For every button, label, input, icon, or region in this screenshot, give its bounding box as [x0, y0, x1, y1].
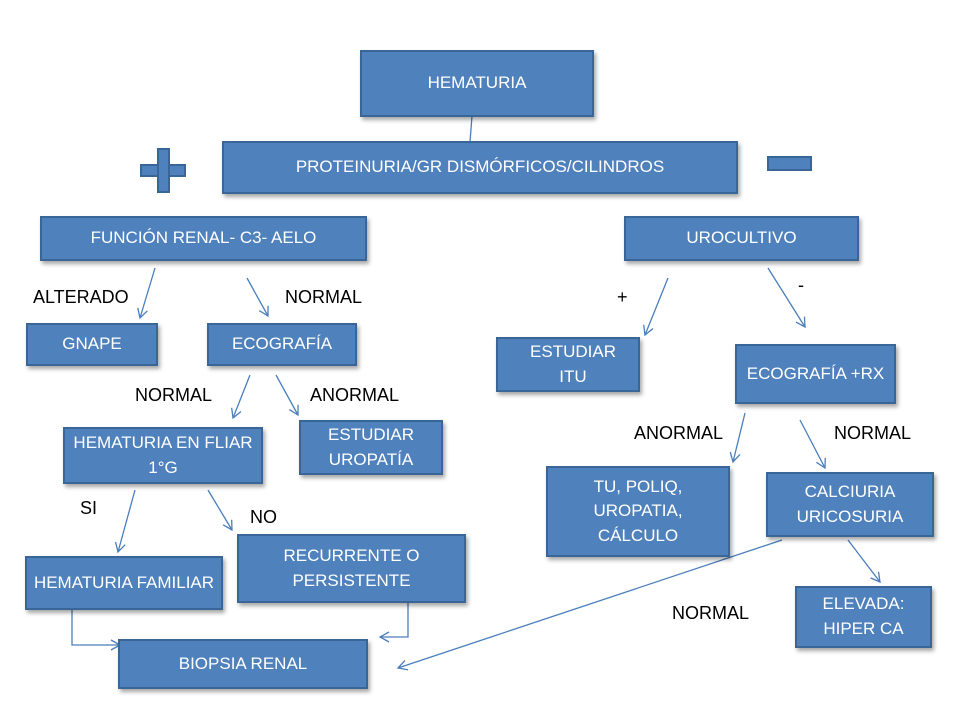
node-ecografia: ECOGRAFÍA [207, 323, 357, 366]
arrow-alterado [137, 267, 156, 320]
node-gnape: GNAPE [26, 323, 158, 366]
label-normal-eco: NORMAL [135, 385, 213, 405]
node-calciuria: CALCIURIA URICOSURIA [766, 472, 934, 537]
node-tu-poliq: TU, POLIQ, UROPATIA, CÁLCULO [546, 466, 730, 557]
node-urocultivo: UROCULTIVO [624, 216, 859, 261]
node-hematuria-fliar: HEMATURIA EN FLIAR 1°G [63, 427, 263, 484]
node-funcion-renal: FUNCIÓN RENAL- C3- AELO [40, 216, 367, 261]
node-proteinuria: PROTEINURIA/GR DISMÓRFICOS/CILINDROS [222, 141, 738, 194]
label-anormal-eco: ANORMAL [310, 385, 400, 405]
node-recurrente: RECURRENTE O PERSISTENTE [237, 534, 466, 603]
arrow-recurrente-biopsia [378, 603, 409, 643]
arrow-plus-itu [643, 277, 669, 337]
arrow-normal-hematuria-fliar [231, 374, 251, 420]
node-hematuria-familiar: HEMATURIA FAMILIAR [25, 556, 223, 610]
label-no: NO [250, 507, 277, 527]
node-estudiar-uropatia: ESTUDIAR UROPATÍA [299, 420, 443, 475]
connector-hematuria-proteinuria [469, 115, 473, 143]
node-biopsia: BIOPSIA RENAL [118, 639, 368, 689]
arrow-anormal-tu [729, 412, 746, 464]
arrow-anormal-uropatia [275, 374, 299, 417]
label-plus: + [617, 287, 628, 307]
label-normal-rx: NORMAL [834, 423, 912, 443]
arrow-no [207, 489, 233, 532]
arrow-familiar-biopsia [71, 610, 122, 651]
arrow-normal-calciuria [799, 419, 826, 470]
arrow-minus-ecografia-rx [767, 267, 806, 329]
label-normal-calciuria: NORMAL [672, 603, 750, 623]
label-normal: NORMAL [285, 287, 363, 307]
node-ecografia-rx: ECOGRAFÍA +RX [735, 344, 896, 404]
label-si: SI [80, 498, 98, 518]
arrow-normal-ecografia [246, 277, 269, 318]
label-alterado: ALTERADO [33, 287, 129, 307]
node-estudiar-itu: ESTUDIAR ITU [496, 337, 640, 392]
plus-icon-vertical [157, 148, 170, 193]
node-hematuria: HEMATURIA [360, 50, 594, 117]
label-anormal-rx: ANORMAL [634, 423, 724, 443]
node-elevada: ELEVADA: HIPER CA [795, 586, 932, 648]
arrow-si [114, 489, 136, 554]
arrow-elevada [847, 539, 881, 584]
arrow-normal-biopsia [396, 539, 783, 671]
label-minus: - [798, 275, 804, 295]
minus-icon [767, 156, 812, 171]
